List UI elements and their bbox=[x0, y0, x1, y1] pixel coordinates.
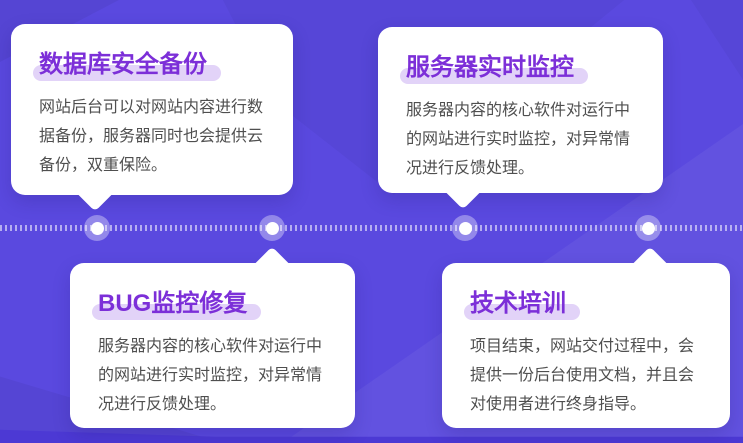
title-highlight bbox=[400, 68, 588, 84]
title-highlight bbox=[92, 304, 262, 320]
card-title-text: 服务器实时监控 bbox=[406, 54, 574, 81]
timeline-node-4 bbox=[635, 215, 661, 241]
body-line: 况进行反馈处理。 bbox=[406, 160, 535, 177]
timeline-node-dot bbox=[90, 221, 104, 235]
body-line: 网站后台可以对网站内容进行数 bbox=[39, 99, 264, 116]
body-line: 项目结束，网站交付过程中，会 bbox=[470, 338, 695, 355]
timeline-node-dot bbox=[641, 221, 655, 235]
timeline-node-dot bbox=[265, 221, 279, 235]
timeline-node-1 bbox=[84, 215, 110, 241]
card-pointer-up-icon bbox=[253, 246, 291, 284]
card-title-text: 技术培训 bbox=[470, 290, 566, 317]
card-title-text: 数据库安全备份 bbox=[39, 51, 207, 78]
timeline-node-dot bbox=[458, 221, 472, 235]
card-title: 技术培训 bbox=[464, 289, 580, 320]
body-line: 的网站进行实时监控，对异常情 bbox=[406, 131, 631, 148]
card-body: 服务器内容的核心软件对运行中 的网站进行实时监控，对异常情 况进行反馈处理。 bbox=[98, 332, 327, 419]
body-line: 的网站进行实时监控，对异常情 bbox=[98, 367, 323, 384]
card-pointer-down-icon bbox=[76, 174, 114, 212]
card-title: 服务器实时监控 bbox=[400, 53, 588, 84]
card-body: 网站后台可以对网站内容进行数 据备份，服务器同时也会提供云 备份，双重保险。 bbox=[39, 93, 265, 180]
body-line: 对使用者进行终身指导。 bbox=[470, 396, 647, 413]
card-title: BUG监控修复 bbox=[92, 289, 262, 320]
title-highlight bbox=[464, 304, 580, 320]
timeline-node-3 bbox=[452, 215, 478, 241]
card-body: 项目结束，网站交付过程中，会 提供一份后台使用文档，并且会 对使用者进行终身指导… bbox=[470, 332, 702, 419]
card-database-backup: 数据库安全备份 网站后台可以对网站内容进行数 据备份，服务器同时也会提供云 备份… bbox=[11, 24, 293, 212]
body-line: 备份，双重保险。 bbox=[39, 157, 168, 174]
body-line: 况进行反馈处理。 bbox=[98, 396, 227, 413]
card-title-text: BUG监控修复 bbox=[98, 290, 248, 317]
card-server-monitoring: 服务器实时监控 服务器内容的核心软件对运行中 的网站进行实时监控，对异常情 况进… bbox=[378, 27, 663, 210]
card-pointer-up-icon bbox=[631, 246, 669, 284]
timeline-node-2 bbox=[259, 215, 285, 241]
body-line: 服务器内容的核心软件对运行中 bbox=[406, 102, 631, 119]
card-bug-monitoring-repair: BUG监控修复 服务器内容的核心软件对运行中 的网站进行实时监控，对异常情 况进… bbox=[70, 246, 355, 428]
card-body: 服务器内容的核心软件对运行中 的网站进行实时监控，对异常情 况进行反馈处理。 bbox=[406, 96, 635, 183]
card-title: 数据库安全备份 bbox=[33, 50, 221, 81]
body-line: 服务器内容的核心软件对运行中 bbox=[98, 338, 323, 355]
title-highlight bbox=[33, 65, 221, 81]
card-technical-training: 技术培训 项目结束，网站交付过程中，会 提供一份后台使用文档，并且会 对使用者进… bbox=[442, 246, 730, 428]
body-line: 提供一份后台使用文档，并且会 bbox=[470, 367, 695, 384]
timeline-dashed-line bbox=[0, 225, 743, 231]
body-line: 据备份，服务器同时也会提供云 bbox=[39, 128, 264, 145]
